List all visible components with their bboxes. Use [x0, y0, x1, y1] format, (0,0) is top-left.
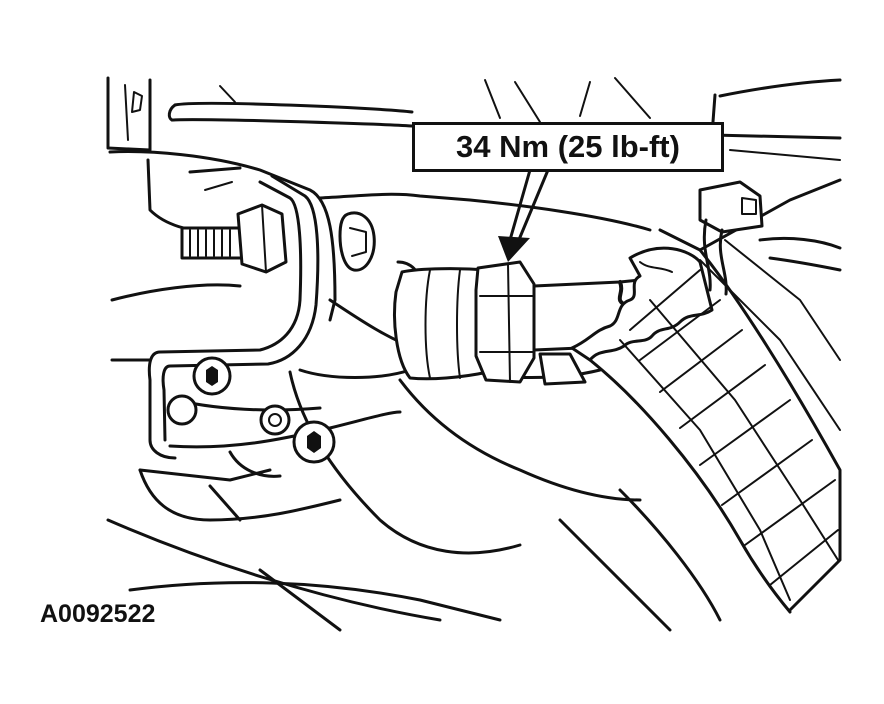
cutaway-pipe — [570, 246, 714, 362]
hex-nut — [474, 260, 536, 384]
bolt-head-left — [166, 394, 198, 426]
frame-rails — [106, 488, 722, 632]
stud-bolt — [180, 203, 376, 274]
bolt-head-lower — [292, 420, 336, 464]
connector-clip — [698, 180, 842, 296]
bolt-head-upper — [192, 356, 232, 396]
figure-id-label: A0092522 — [40, 600, 156, 628]
heat-shield-mesh — [588, 178, 842, 614]
fitting-cylinder — [393, 267, 490, 381]
callout-leader-arrows — [498, 168, 550, 262]
mount-bracket — [108, 150, 337, 460]
bolt-head-middle — [259, 404, 291, 436]
torque-callout-box: 34 Nm (25 lb-ft) — [412, 122, 724, 172]
torque-callout-label: 34 Nm (25 lb-ft) — [456, 129, 680, 164]
